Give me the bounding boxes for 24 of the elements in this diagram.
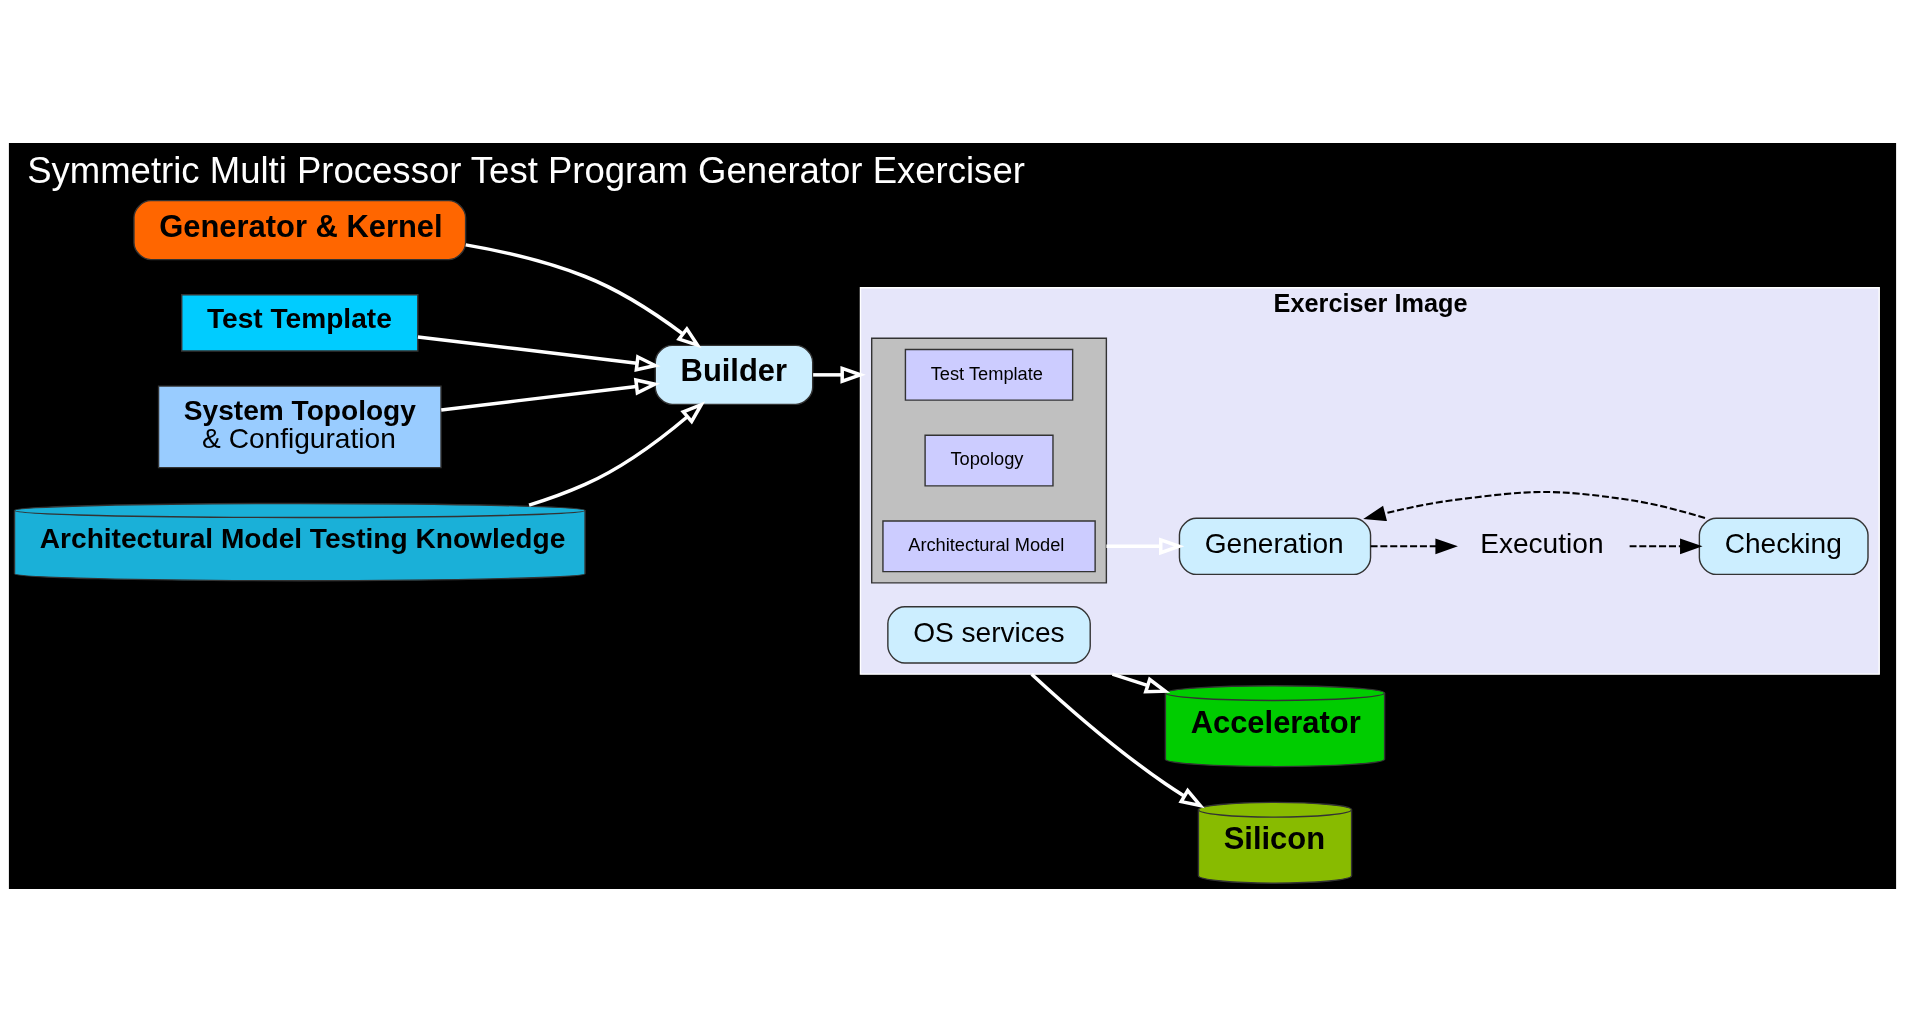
arrow [528,400,706,507]
node-box: Builder [654,344,814,405]
node-box: Test Template [904,348,1074,401]
arrow [1030,672,1205,808]
arrow [1629,537,1703,554]
node-text: Execution [1480,527,1604,559]
cluster [871,337,1108,584]
arrow [813,365,866,384]
node-box: Architectural Model [882,519,1096,572]
node-box: Topology [924,434,1054,487]
arrow [1370,537,1458,554]
arrow [1363,490,1706,521]
node-box: System Topology & Configuration [157,384,442,468]
arrow [441,377,661,412]
node-box: Generator & Kernel [133,199,467,260]
node-box: Checking [1698,517,1869,575]
node-box: OS services [887,605,1091,664]
arrow [1106,536,1185,555]
node-box: Generation [1178,517,1372,575]
node-box: Test Template [181,293,419,352]
arrow [1111,672,1171,693]
arrow [417,334,661,372]
arrow [465,242,702,348]
diagram-title: Symmetric Multi Processor Test Program Generator Exerciser [27,149,1025,191]
